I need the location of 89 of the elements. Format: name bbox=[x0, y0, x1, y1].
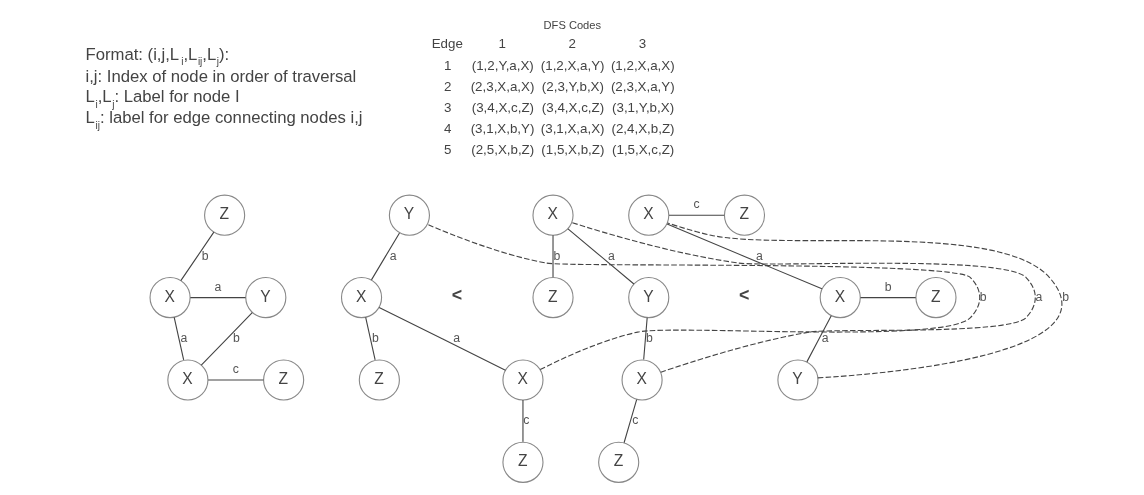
connector bbox=[668, 214, 725, 216]
node-circle: X bbox=[531, 194, 574, 236]
node-circle: X bbox=[501, 359, 544, 401]
edge-label: a bbox=[1035, 289, 1042, 304]
connector bbox=[426, 223, 980, 371]
connector bbox=[666, 222, 1061, 379]
label: 2 bbox=[568, 36, 576, 52]
connector bbox=[521, 399, 523, 443]
label: (2,3,X,a,Y) bbox=[610, 78, 675, 94]
edge-label: b bbox=[371, 330, 379, 345]
connector bbox=[551, 234, 554, 278]
node-circle: Z bbox=[723, 194, 765, 236]
connector bbox=[189, 297, 246, 299]
connector bbox=[623, 399, 637, 444]
label: (3,1,X,b,Y) bbox=[470, 120, 534, 136]
connector bbox=[666, 223, 822, 290]
label: < bbox=[451, 284, 462, 305]
edge-label: b bbox=[232, 330, 240, 345]
node-circle: Z bbox=[203, 194, 245, 236]
label: 1 bbox=[443, 57, 451, 73]
label: Edge bbox=[431, 36, 463, 52]
label: 3 bbox=[638, 36, 646, 52]
edge-label: a bbox=[452, 330, 460, 345]
label: 1 bbox=[497, 36, 506, 52]
connector bbox=[859, 297, 916, 299]
connector bbox=[805, 315, 832, 363]
connector bbox=[173, 316, 184, 361]
label: (1,2,Y,a,X) bbox=[471, 57, 534, 73]
label: Format: (i,j,L$_{i}$,L$_{ij}$,L$_{j}$): bbox=[84, 44, 229, 68]
label: (2,4,X,b,Z) bbox=[610, 120, 674, 136]
edge-label: b bbox=[201, 248, 209, 263]
node-circle: X bbox=[819, 277, 861, 319]
edge-label: c bbox=[693, 197, 700, 212]
node-circle: X bbox=[627, 194, 669, 236]
label: (2,3,X,a,X) bbox=[470, 78, 534, 94]
label: DFS Codes bbox=[543, 18, 601, 31]
edge-label: b bbox=[553, 248, 560, 263]
edge-label: a bbox=[180, 330, 187, 345]
edge-label: a bbox=[821, 330, 829, 345]
label: (3,1,Y,b,X) bbox=[611, 99, 674, 115]
connector bbox=[378, 306, 506, 371]
node-circle: Z bbox=[358, 359, 400, 401]
node-circle: Y bbox=[776, 359, 818, 401]
label: < bbox=[738, 284, 749, 305]
connector bbox=[642, 317, 648, 360]
edge-label: a bbox=[607, 248, 615, 263]
node-circle: Z bbox=[597, 441, 639, 483]
connector bbox=[207, 379, 264, 381]
connector bbox=[179, 231, 214, 282]
node-circle: Z bbox=[531, 277, 574, 319]
label: (1,5,X,b,Z) bbox=[540, 142, 604, 158]
node-circle: Y bbox=[244, 277, 286, 319]
edge-label: c bbox=[232, 362, 239, 377]
node-circle: X bbox=[149, 277, 191, 319]
label: (1,5,X,c,Z) bbox=[611, 142, 674, 158]
node-circle: Z bbox=[914, 277, 957, 319]
node-circle: Z bbox=[262, 359, 304, 401]
edge-label: b bbox=[979, 289, 987, 304]
node-circle: Z bbox=[501, 441, 544, 483]
label: 5 bbox=[443, 142, 451, 158]
label: 2 bbox=[443, 78, 451, 94]
connector bbox=[364, 316, 376, 361]
label: L$_{i}$,L$_{j}$: Label for node I bbox=[84, 87, 240, 110]
edge-label: b bbox=[884, 279, 891, 294]
node-circle: Y bbox=[388, 194, 430, 236]
label: (1,2,X,a,X) bbox=[610, 57, 675, 73]
edge-label: c bbox=[631, 413, 638, 428]
edge-label: a bbox=[389, 248, 397, 263]
connector bbox=[570, 221, 1036, 373]
edge-label: a bbox=[755, 248, 763, 263]
edge-label: a bbox=[214, 279, 221, 294]
label: (3,1,X,a,X) bbox=[540, 120, 605, 136]
label: (2,3,Y,b,X) bbox=[541, 78, 604, 94]
label: (1,2,X,a,Y) bbox=[540, 57, 605, 73]
label: 3 bbox=[443, 99, 451, 115]
edge-label: b bbox=[1061, 289, 1069, 304]
node-circle: X bbox=[166, 359, 208, 401]
node-circle: X bbox=[340, 277, 382, 319]
connector bbox=[370, 232, 400, 281]
connector bbox=[566, 228, 634, 285]
label: (2,5,X,b,Z) bbox=[470, 142, 534, 158]
label: 4 bbox=[443, 120, 451, 136]
edge-label: b bbox=[645, 330, 653, 345]
label: (3,4,X,c,Z) bbox=[541, 99, 604, 115]
connector bbox=[200, 312, 253, 366]
label: (3,4,X,c,Z) bbox=[471, 99, 534, 115]
node-circle: Y bbox=[627, 277, 669, 319]
label: i,j: Index of node in order of traversal bbox=[84, 67, 356, 87]
node-circle: X bbox=[621, 359, 663, 401]
